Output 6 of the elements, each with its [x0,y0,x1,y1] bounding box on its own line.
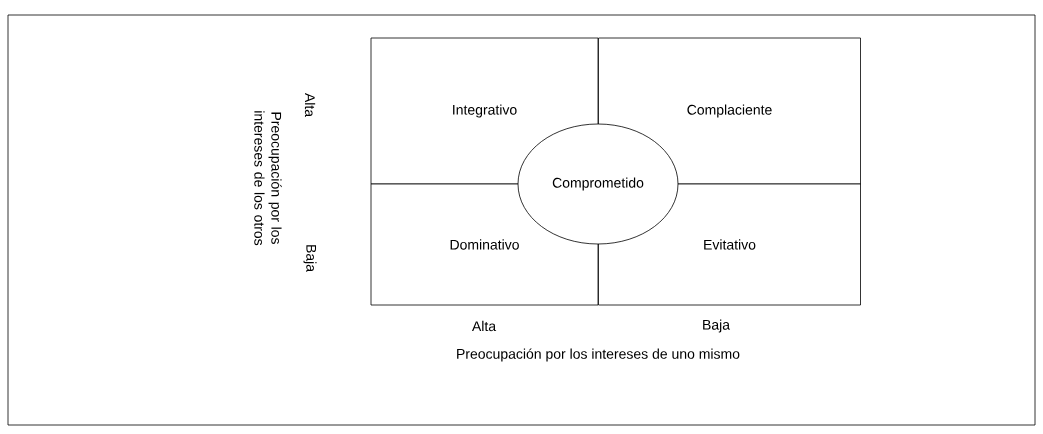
axis-title: Preocupación por los intereses de los otros [254,111,282,246]
axis-level-label: Baja [303,245,317,272]
axis-level-label: Alta [472,320,497,332]
axis-level-label: Alta [304,92,316,118]
axis-title: Preocupación por los intereses de uno mismo [457,348,740,362]
axis-level-label: Baja [703,319,730,333]
